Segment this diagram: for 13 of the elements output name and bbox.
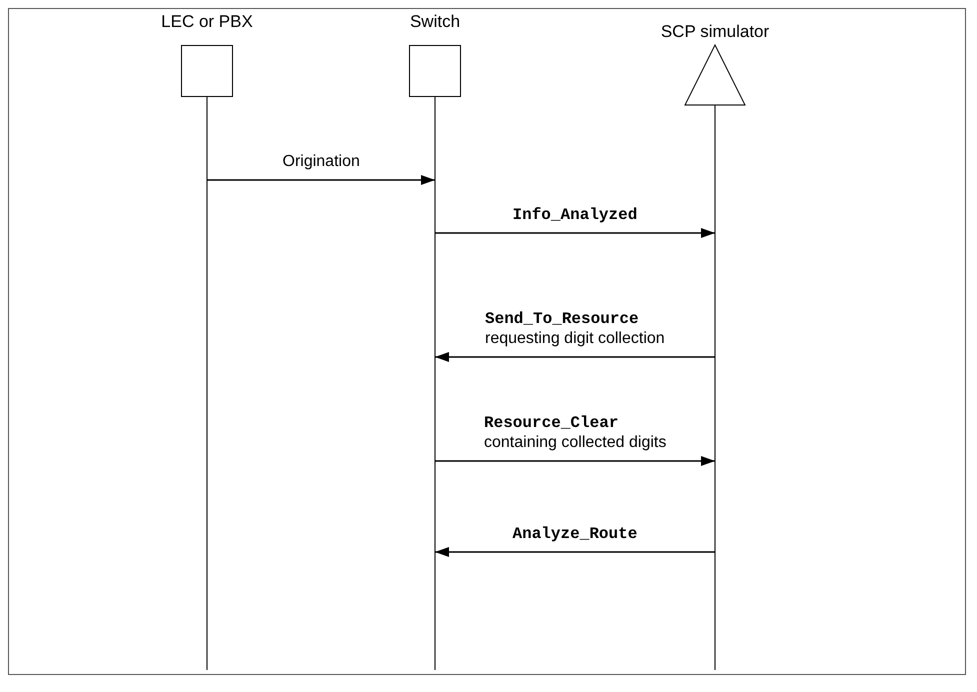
participant-label: SCP simulator [660,22,770,42]
message-arrow [435,352,715,362]
message-arrow [435,547,715,557]
message-label: Origination [280,152,362,172]
message-arrow [435,228,715,238]
message-label: Resource_Clear containing collected digits [482,413,668,453]
message-arrow [435,456,715,466]
message-label: Analyze_Route [510,524,640,544]
participant-label: LEC or PBX [160,12,254,32]
message-label: Send_To_Resource requesting digit collection [483,309,667,349]
message-arrow [207,175,435,185]
message-label: Info_Analyzed [510,205,640,225]
participant-label: Switch [408,12,462,32]
